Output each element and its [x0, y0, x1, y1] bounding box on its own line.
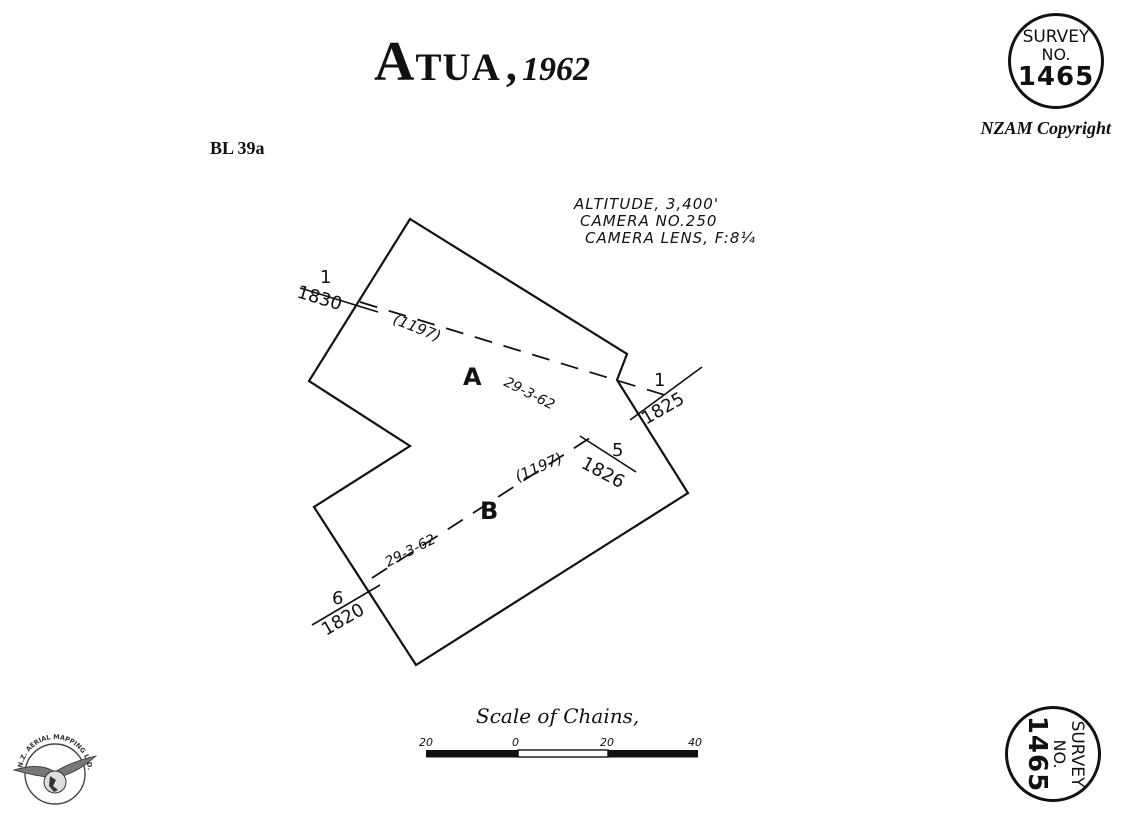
marker-top-1830: 1 — [320, 267, 331, 288]
scale-segment-1 — [426, 750, 518, 757]
logo-ring — [24, 743, 86, 805]
scale-title: Scale of Chains, — [476, 704, 640, 728]
copyright-notice: NZAM Copyright — [980, 118, 1111, 138]
camera-lens-note: CAMERA LENS, F:8¼ — [585, 229, 756, 247]
scale-segment-2 — [517, 749, 609, 758]
run-b-label: B — [480, 497, 498, 525]
scale-bar: 20 0 20 40 — [419, 736, 702, 758]
camera-number-note: CAMERA NO.250 — [580, 212, 718, 230]
run-a-date: 29-3-62 — [501, 374, 557, 413]
stamp-number: 1465 — [1017, 62, 1095, 92]
marker-tick-1820 — [311, 584, 381, 626]
run-a-label: A — [463, 363, 482, 391]
run-b-date: 29-3-62 — [383, 531, 439, 570]
flight-notes: ALTITUDE, 3,400' CAMERA NO.250 CAMERA LE… — [574, 196, 756, 247]
title-separator: , — [505, 41, 517, 90]
altitude-note: ALTITUDE, 3,400' — [574, 195, 719, 213]
logo-islands-icon — [49, 776, 58, 792]
survey-stamp-top: SURVEY NO. 1465 — [1008, 13, 1104, 109]
title-place: Atua — [374, 31, 501, 93]
marker-top-1825: 1 — [654, 370, 665, 391]
marker-tick-1826 — [579, 435, 637, 473]
flight-line-a — [359, 301, 669, 397]
logo-wing-icon — [12, 755, 98, 779]
flight-line-b — [371, 433, 597, 579]
scale-tick-label: 20 — [600, 736, 614, 749]
title-year: 1962 — [521, 51, 590, 88]
map-title: Atua , 1962 — [374, 30, 694, 100]
scale-tick-label: 0 — [512, 736, 519, 749]
coverage-boundary — [307, 217, 690, 667]
marker-tick-1825 — [629, 366, 703, 421]
scale-tick-label: 20 — [419, 736, 433, 749]
marker-tick-1830 — [299, 287, 379, 313]
marker-bottom-1830: 1830 — [295, 282, 345, 315]
sheet-label: BL 39a — [210, 138, 265, 158]
company-logo: N.Z. AERIAL MAPPING LTD. — [12, 733, 98, 805]
scale-segment-3 — [608, 750, 698, 757]
marker-top-1826: 5 — [612, 440, 623, 461]
scale-tick-label: 40 — [688, 736, 702, 749]
stamp-word: SURVEY — [1022, 27, 1090, 47]
marker-top-6: 6 — [332, 588, 343, 609]
run-b-number: (1197) — [512, 449, 565, 486]
run-a-number: (1197) — [391, 310, 444, 345]
stamp-no: NO. — [1041, 45, 1071, 64]
